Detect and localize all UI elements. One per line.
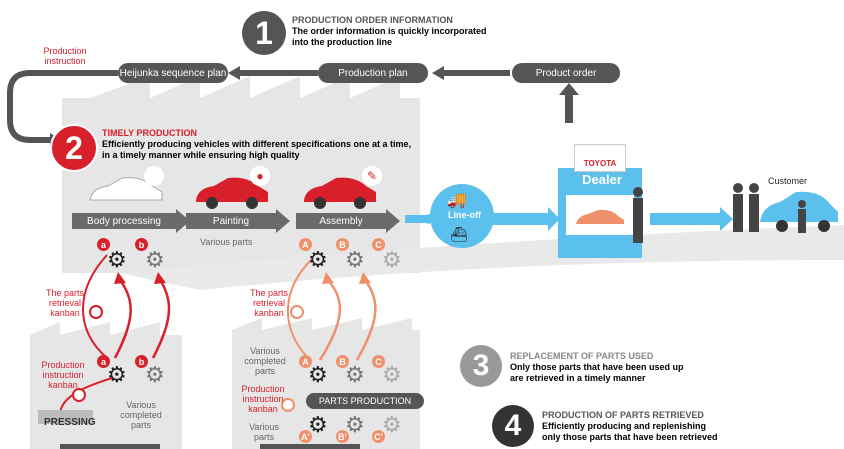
badge-a-upper: a — [97, 238, 110, 251]
various-parts-right: Various parts — [249, 422, 279, 442]
badge-C-prime: C' — [372, 430, 385, 443]
gear-icon: ⚙ — [308, 412, 328, 437]
badge-C-upper: C — [372, 238, 385, 251]
car-small-icon — [144, 166, 164, 186]
customer-group-icon — [733, 183, 838, 233]
step-3-title: REPLACEMENT OF PARTS USED — [510, 351, 654, 361]
trucks-icon: 🚚 — [447, 192, 467, 209]
badge-A-prime: A' — [299, 430, 312, 443]
kanban-loop-right — [286, 257, 314, 361]
badge-B-upper: B — [336, 238, 349, 251]
various-parts-label: Various parts — [200, 237, 253, 247]
production-instruction-label: Production instruction — [43, 46, 87, 66]
production-plan-pill: Production plan — [318, 63, 428, 83]
paint-drop-icon: ● — [250, 166, 270, 186]
badge-a-lower: a — [97, 355, 110, 368]
gear-icon: ⚙ — [107, 247, 127, 272]
gear-icon: ⚙ — [308, 362, 328, 387]
step-2-desc-1: Efficiently producing vehicles with diff… — [102, 139, 412, 149]
gear-icon: ⚙ — [382, 362, 402, 387]
step-1-desc-1: The order information is quickly incorpo… — [292, 26, 487, 36]
step-2-desc-2: in a timely manner while ensuring high q… — [102, 150, 300, 160]
ship-icon: ⛴ — [450, 226, 468, 242]
gear-icon: ⚙ — [145, 247, 165, 272]
step-3-badge: 3 — [460, 345, 502, 387]
heijunka-pill: Heijunka sequence plan — [118, 63, 228, 83]
body-processing-bar: Body processing — [72, 209, 190, 233]
various-completed-parts-left: Various completed parts — [120, 400, 162, 430]
step-2-title: TIMELY PRODUCTION — [102, 128, 198, 138]
pressing-label: PRESSING — [44, 417, 96, 428]
assembly-bar: Assembly — [296, 209, 400, 233]
gear-icon: ⚙ — [382, 247, 402, 272]
parts-factory-shape — [232, 318, 420, 449]
step-3-desc-1: Only those parts that have been used up — [510, 362, 684, 372]
step-1-badge: 1 — [242, 11, 286, 55]
step-1-title: PRODUCTION ORDER INFORMATION — [292, 15, 453, 25]
toyota-sign: TOYOTA — [574, 144, 626, 172]
parts-retrieval-kanban-left: The parts retrieval kanban — [45, 288, 85, 318]
step-4-title: PRODUCTION OF PARTS RETRIEVED — [542, 410, 704, 420]
gear-icon: ⚙ — [345, 362, 365, 387]
badge-b-upper: b — [135, 238, 148, 251]
badge-A-lower: A — [299, 355, 312, 368]
painting-bar: Painting — [186, 209, 290, 233]
step-4-desc-1: Efficiently producing and replenishing — [542, 421, 707, 431]
production-instruction-kanban-right: Production instruction kanban — [241, 384, 285, 414]
gear-icon: ⚙ — [345, 412, 365, 437]
badge-B-prime: B' — [336, 430, 349, 443]
flow-curve-left — [7, 70, 118, 143]
assembled-car-icon — [304, 177, 376, 209]
step-2-badge: 2 — [50, 124, 98, 172]
badge-b-lower: b — [135, 355, 148, 368]
body-car-icon — [89, 177, 163, 201]
badge-B-lower: B — [336, 355, 349, 368]
step-4-desc-2: only those parts that have been retrieve… — [542, 432, 718, 442]
gear-icon: ⚙ — [145, 362, 165, 387]
lineoff-circle — [430, 184, 494, 248]
dealer-label: Dealer — [582, 172, 622, 187]
gear-icon: ⚙ — [308, 247, 328, 272]
parts-retrieval-kanban-right: The parts retrieval kanban — [249, 288, 289, 318]
product-order-pill: Product order — [512, 63, 620, 83]
gear-icon: ⚙ — [345, 247, 365, 272]
arrow-dealer-to-order — [565, 93, 573, 123]
dealer-person-icon — [633, 187, 643, 243]
parts-production-pill: PARTS PRODUCTION — [306, 393, 424, 409]
painted-car-icon — [196, 177, 268, 209]
badge-C-lower: C — [372, 355, 385, 368]
pressing-hatch — [38, 410, 93, 424]
various-completed-parts-right: Various completed parts — [244, 346, 286, 376]
step-1-desc-2: into the production line — [292, 37, 392, 47]
lineoff-label: Line-off — [448, 210, 481, 220]
step-3-desc-2: are retrieved in a timely manner — [510, 373, 646, 383]
customer-label: Customer — [768, 176, 808, 186]
production-instruction-kanban-left: Production instruction kanban — [41, 360, 85, 390]
gear-icon: ⚙ — [107, 362, 127, 387]
badge-A-upper: A — [299, 238, 312, 251]
dealer-car-icon — [576, 209, 624, 224]
wrench-icon: ✎ — [362, 166, 382, 186]
kanban-loop-left-a — [82, 254, 108, 359]
step-4-badge: 4 — [492, 405, 534, 447]
ground-swoosh — [120, 225, 844, 290]
gear-icon: ⚙ — [382, 412, 402, 437]
